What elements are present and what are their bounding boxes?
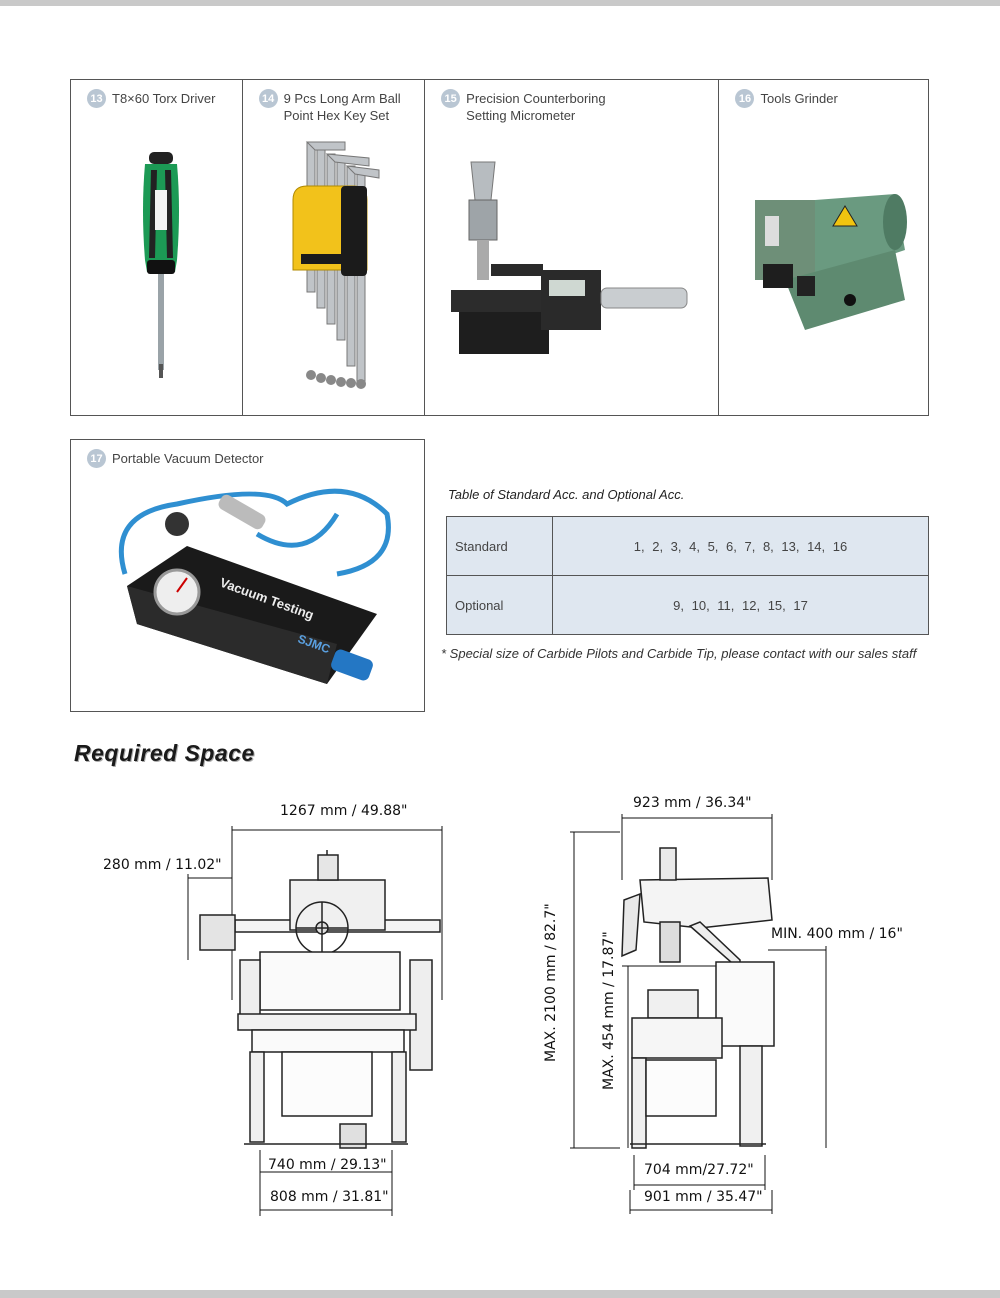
accessory-title: Tools Grinder [760,91,838,106]
accessory-card-15: 15 Precision Counterboring Setting Micro… [425,80,720,415]
side-base-inner-dimension: 704 mm/27.72" [644,1162,754,1178]
side-max-height-dimension: MAX. 2100 mm / 82.7" [543,903,559,1062]
accessory-card-17: 17 Portable Vacuum Detector Vacuum Testi… [70,439,425,712]
bottom-bar [0,1290,1000,1298]
row-value: 9, 10, 11, 12, 15, 17 [552,575,929,635]
tool-grinder-icon [755,194,908,330]
front-view-machine [199,850,441,1149]
accessory-title: Precision Counterboring Setting Micromet… [466,91,606,123]
torx-screwdriver-icon [143,152,179,378]
top-bar [0,0,1000,6]
side-base-outer-dimension: 901 mm / 35.47" [644,1189,763,1205]
setting-micrometer-icon [451,161,688,354]
item-number-badge: 14 [258,89,278,108]
item-number-badge: 17 [87,449,106,468]
hex-key-set-icon [292,141,380,389]
front-left-extension-dimension: 280 mm / 11.02" [103,857,222,873]
front-width-dimension: 1267 mm / 49.88" [280,803,408,819]
table-row: Standard 1, 2, 3, 4, 5, 6, 7, 8, 13, 14,… [446,516,929,576]
table-row: Optional 9, 10, 11, 12, 15, 17 [446,575,929,635]
accessory-card-14: 14 9 Pcs Long Arm Ball Point Hex Key Set [243,80,426,415]
side-min-height-dimension: MIN. 400 mm / 16" [771,926,903,942]
accessory-card-16: 16 Tools Grinder [719,80,928,415]
accessory-row: 13 T8×60 Torx Driver 14 9 Pcs Long Arm B… [70,79,929,416]
row-label: Optional [446,575,553,635]
item-number-badge: 16 [735,89,755,108]
accessory-table: Standard 1, 2, 3, 4, 5, 6, 7, 8, 13, 14,… [446,516,929,635]
item-number-badge: 13 [87,89,106,108]
section-title: Required Space [74,740,255,766]
accessory-title: T8×60 Torx Driver [112,91,216,106]
front-base-outer-dimension: 808 mm / 31.81" [270,1189,389,1205]
row-label: Standard [446,516,553,576]
vacuum-detector-icon: Vacuum Testing SJMC [118,488,391,684]
table-caption: Table of Standard Acc. and Optional Acc. [448,487,685,502]
side-view-machine [621,847,775,1149]
footnote: * Special size of Carbide Pilots and Car… [441,646,917,661]
front-base-inner-dimension: 740 mm / 29.13" [268,1157,387,1173]
accessory-title: 9 Pcs Long Arm Ball Point Hex Key Set [283,91,401,123]
side-width-dimension: 923 mm / 36.34" [633,795,752,811]
side-max-table-dimension: MAX. 454 mm / 17.87" [601,931,617,1090]
item-number-badge: 15 [441,89,461,108]
accessory-title: Portable Vacuum Detector [112,451,264,466]
accessory-card-13: 13 T8×60 Torx Driver [71,80,243,415]
row-value: 1, 2, 3, 4, 5, 6, 7, 8, 13, 14, 16 [552,516,929,576]
